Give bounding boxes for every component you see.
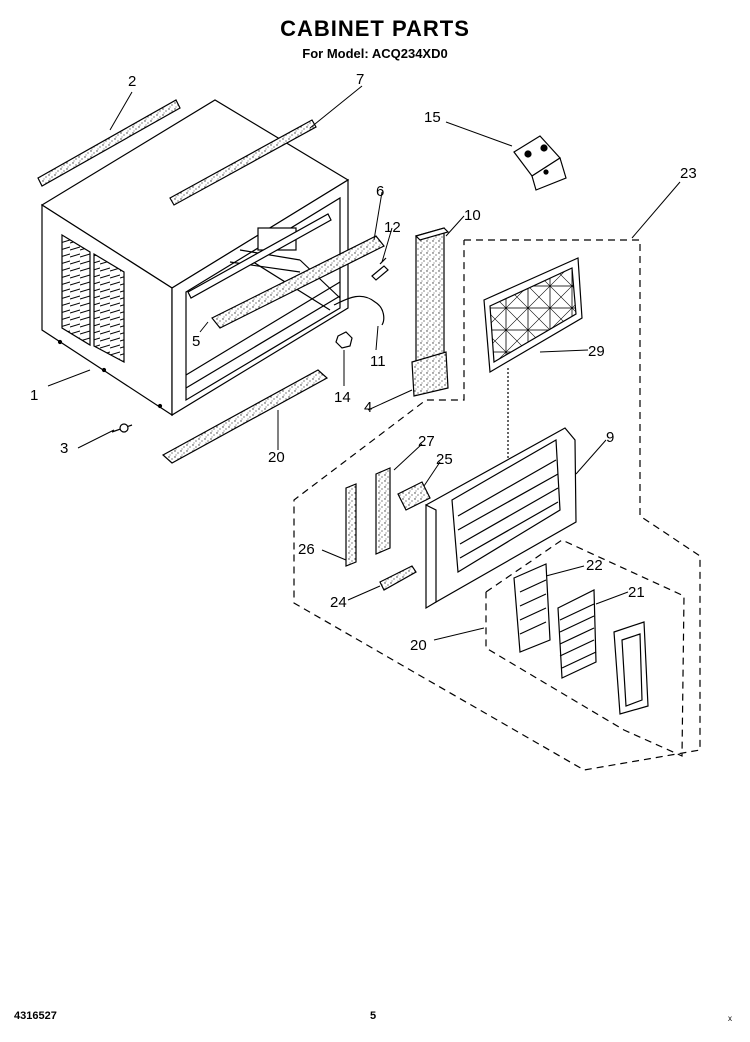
- callout-27: 27: [418, 433, 435, 450]
- callout-24: 24: [330, 594, 347, 611]
- part-6-gasket: [211, 235, 385, 329]
- callout-12: 7: [356, 71, 364, 88]
- callout-21: 21: [628, 584, 645, 601]
- callout-14: 15: [424, 109, 441, 126]
- part-5-rail: [187, 213, 332, 299]
- callout-25: 25: [436, 451, 453, 468]
- cabinet-shell: [40, 99, 350, 417]
- part-11-nut: [335, 331, 353, 349]
- group-23-boundary: [293, 239, 701, 771]
- model-subtitle: For Model: ACQ234XD0: [302, 46, 448, 61]
- callout-11: 14: [334, 389, 351, 406]
- callout-5: 5: [192, 333, 200, 350]
- part-12-top-rail: [169, 119, 317, 206]
- callout-2: 2: [128, 73, 136, 90]
- callout-26: 26: [298, 541, 315, 558]
- part-22-louver-frame: [513, 563, 551, 653]
- leader-lines: [47, 85, 681, 641]
- part-29-filter: [483, 257, 583, 374]
- part-25-label: [397, 481, 431, 511]
- part-26-foam-strip: [345, 483, 357, 567]
- callout-8: 9: [606, 429, 614, 446]
- part-4-foam-block: [411, 351, 449, 397]
- part-27-foam-strip: [375, 467, 391, 555]
- callout-23: 23: [680, 165, 697, 182]
- part-9-wire: [333, 295, 385, 326]
- page-title: CABINET PARTS: [280, 16, 470, 41]
- part-14-bracket: [513, 135, 567, 191]
- part-21-louvers: [557, 589, 597, 679]
- part-15-bottom-gasket: [161, 369, 329, 464]
- part-10-screw: [371, 257, 389, 281]
- part-7-foam-panel: [414, 227, 450, 367]
- callout-29: 29: [588, 343, 605, 360]
- callout-7: 10: [464, 207, 481, 224]
- callout-1: 1: [30, 387, 38, 404]
- corner-mark: x: [728, 1014, 732, 1023]
- callout-20: 20: [410, 637, 427, 654]
- part-2-top-rail: [37, 99, 181, 187]
- callout-10: 12: [384, 219, 401, 236]
- part-20-knob-frame: [613, 621, 649, 715]
- part-8-front-grille: [425, 427, 577, 610]
- callout-4: 4: [364, 399, 372, 416]
- callout-6: 6: [376, 183, 384, 200]
- callout-15: 20: [268, 449, 285, 466]
- document-number: 4316527: [14, 1010, 57, 1022]
- callout-9: 11: [370, 353, 386, 370]
- callout-labels: 2 7 15 23 6 12 10 1 3 5 11 14 4 20 29 9 …: [30, 71, 697, 654]
- part-24-latch: [379, 565, 417, 591]
- page-number: 5: [370, 1010, 377, 1022]
- callout-22: 22: [586, 557, 603, 574]
- group-20-boundary: [485, 539, 685, 757]
- callout-3: 3: [60, 440, 68, 457]
- part-3-screw: [111, 423, 133, 433]
